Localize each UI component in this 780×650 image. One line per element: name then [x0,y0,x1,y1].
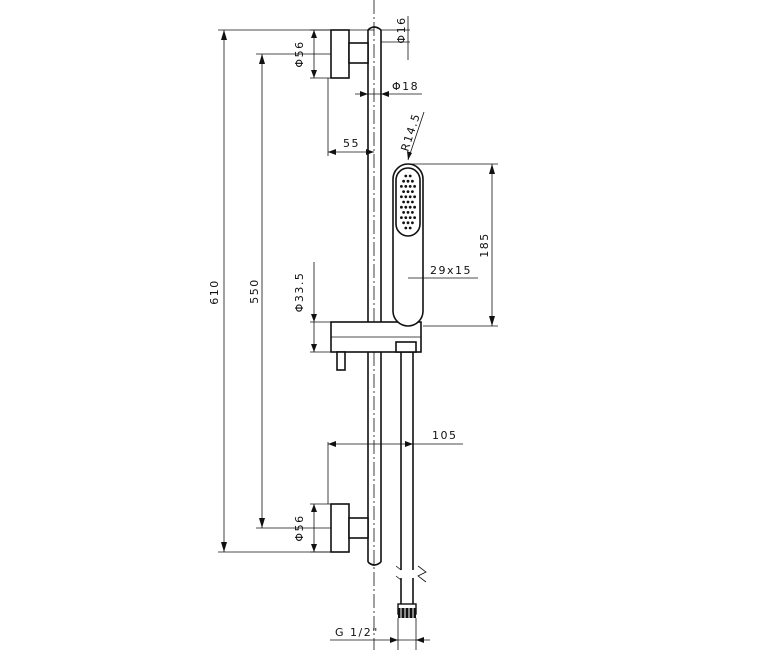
dim-label-610: 610 [208,279,221,305]
nozzle-dot [404,174,408,178]
dim-label-d16: Φ16 [395,16,408,43]
dim-slider-diameter: Φ33.5 [293,262,331,353]
nozzle-dot [402,211,405,214]
dim-bracket-offset: 55 [327,78,374,156]
nozzle-dot [400,195,403,199]
dim-top-bracket-diameter: Φ56 [293,29,331,79]
nozzle-dot [404,185,408,188]
nozzle-dot [408,216,412,220]
dim-label-d56-bottom: Φ56 [293,514,306,541]
nozzle-dot [406,190,410,194]
dim-label-550: 550 [248,278,261,304]
rail-bar [367,26,382,566]
hose-connector [397,603,417,618]
dim-rod-diameter: Φ16 [381,16,410,60]
dim-label-r145: R14.5 [398,111,423,153]
nozzle-dot [411,211,414,214]
nozzle-dot [404,216,408,220]
nozzle-dot [406,211,410,214]
dim-bottom-bracket-diameter: Φ56 [293,503,331,553]
nozzle-dot [413,185,416,188]
dim-label-185: 185 [478,232,491,258]
dim-head-radius: R14.5 [398,111,425,161]
dim-total-height: 610 [208,29,374,553]
nozzle-dot [402,179,405,183]
nozzle-dot [402,221,405,225]
nozzle-dot [404,205,408,209]
dim-hose-offset: 105 [327,429,463,504]
nozzle-dot [404,226,408,230]
nozzle-dot [404,195,408,199]
slider-holder [330,321,422,371]
nozzle-dot [411,200,414,204]
nozzle-dot [408,195,412,199]
nozzle-pattern [400,174,416,230]
dim-label-d56-top: Φ56 [293,40,306,67]
dim-label-d18: Φ18 [392,80,419,93]
top-wall-bracket [330,29,369,79]
nozzle-dot [408,174,412,178]
nozzle-dot [411,190,414,194]
nozzle-dot [408,226,412,230]
dim-head-length: 185 [408,163,498,327]
dim-label-105: 105 [432,429,458,442]
nozzle-dot [402,200,405,204]
dim-label-55: 55 [343,137,360,150]
dim-label-thread: G 1/2" [335,626,379,639]
nozzle-dot [406,221,410,225]
dim-pipe-diameter: Φ18 [355,80,422,97]
dim-label-29x15: 29x15 [430,264,472,277]
bottom-wall-bracket [330,503,369,553]
dim-head-section: 29x15 [408,264,478,279]
nozzle-dot [413,195,416,199]
nozzle-dot [400,205,403,209]
shower-hose [395,352,427,604]
nozzle-dot [411,179,414,183]
dim-bracket-spacing: 550 [248,53,331,529]
nozzle-dot [402,190,405,194]
nozzle-dot [411,221,414,225]
nozzle-dot [408,185,412,188]
nozzle-dot [413,216,416,220]
nozzle-dot [400,185,403,188]
nozzle-dot [406,200,410,204]
hand-shower-head [392,163,424,327]
nozzle-dot [400,216,403,220]
nozzle-dot [413,205,416,209]
dim-label-d335: Φ33.5 [293,272,306,313]
nozzle-dot [408,205,412,209]
nozzle-dot [406,179,410,183]
dim-thread: G 1/2" [330,618,430,650]
